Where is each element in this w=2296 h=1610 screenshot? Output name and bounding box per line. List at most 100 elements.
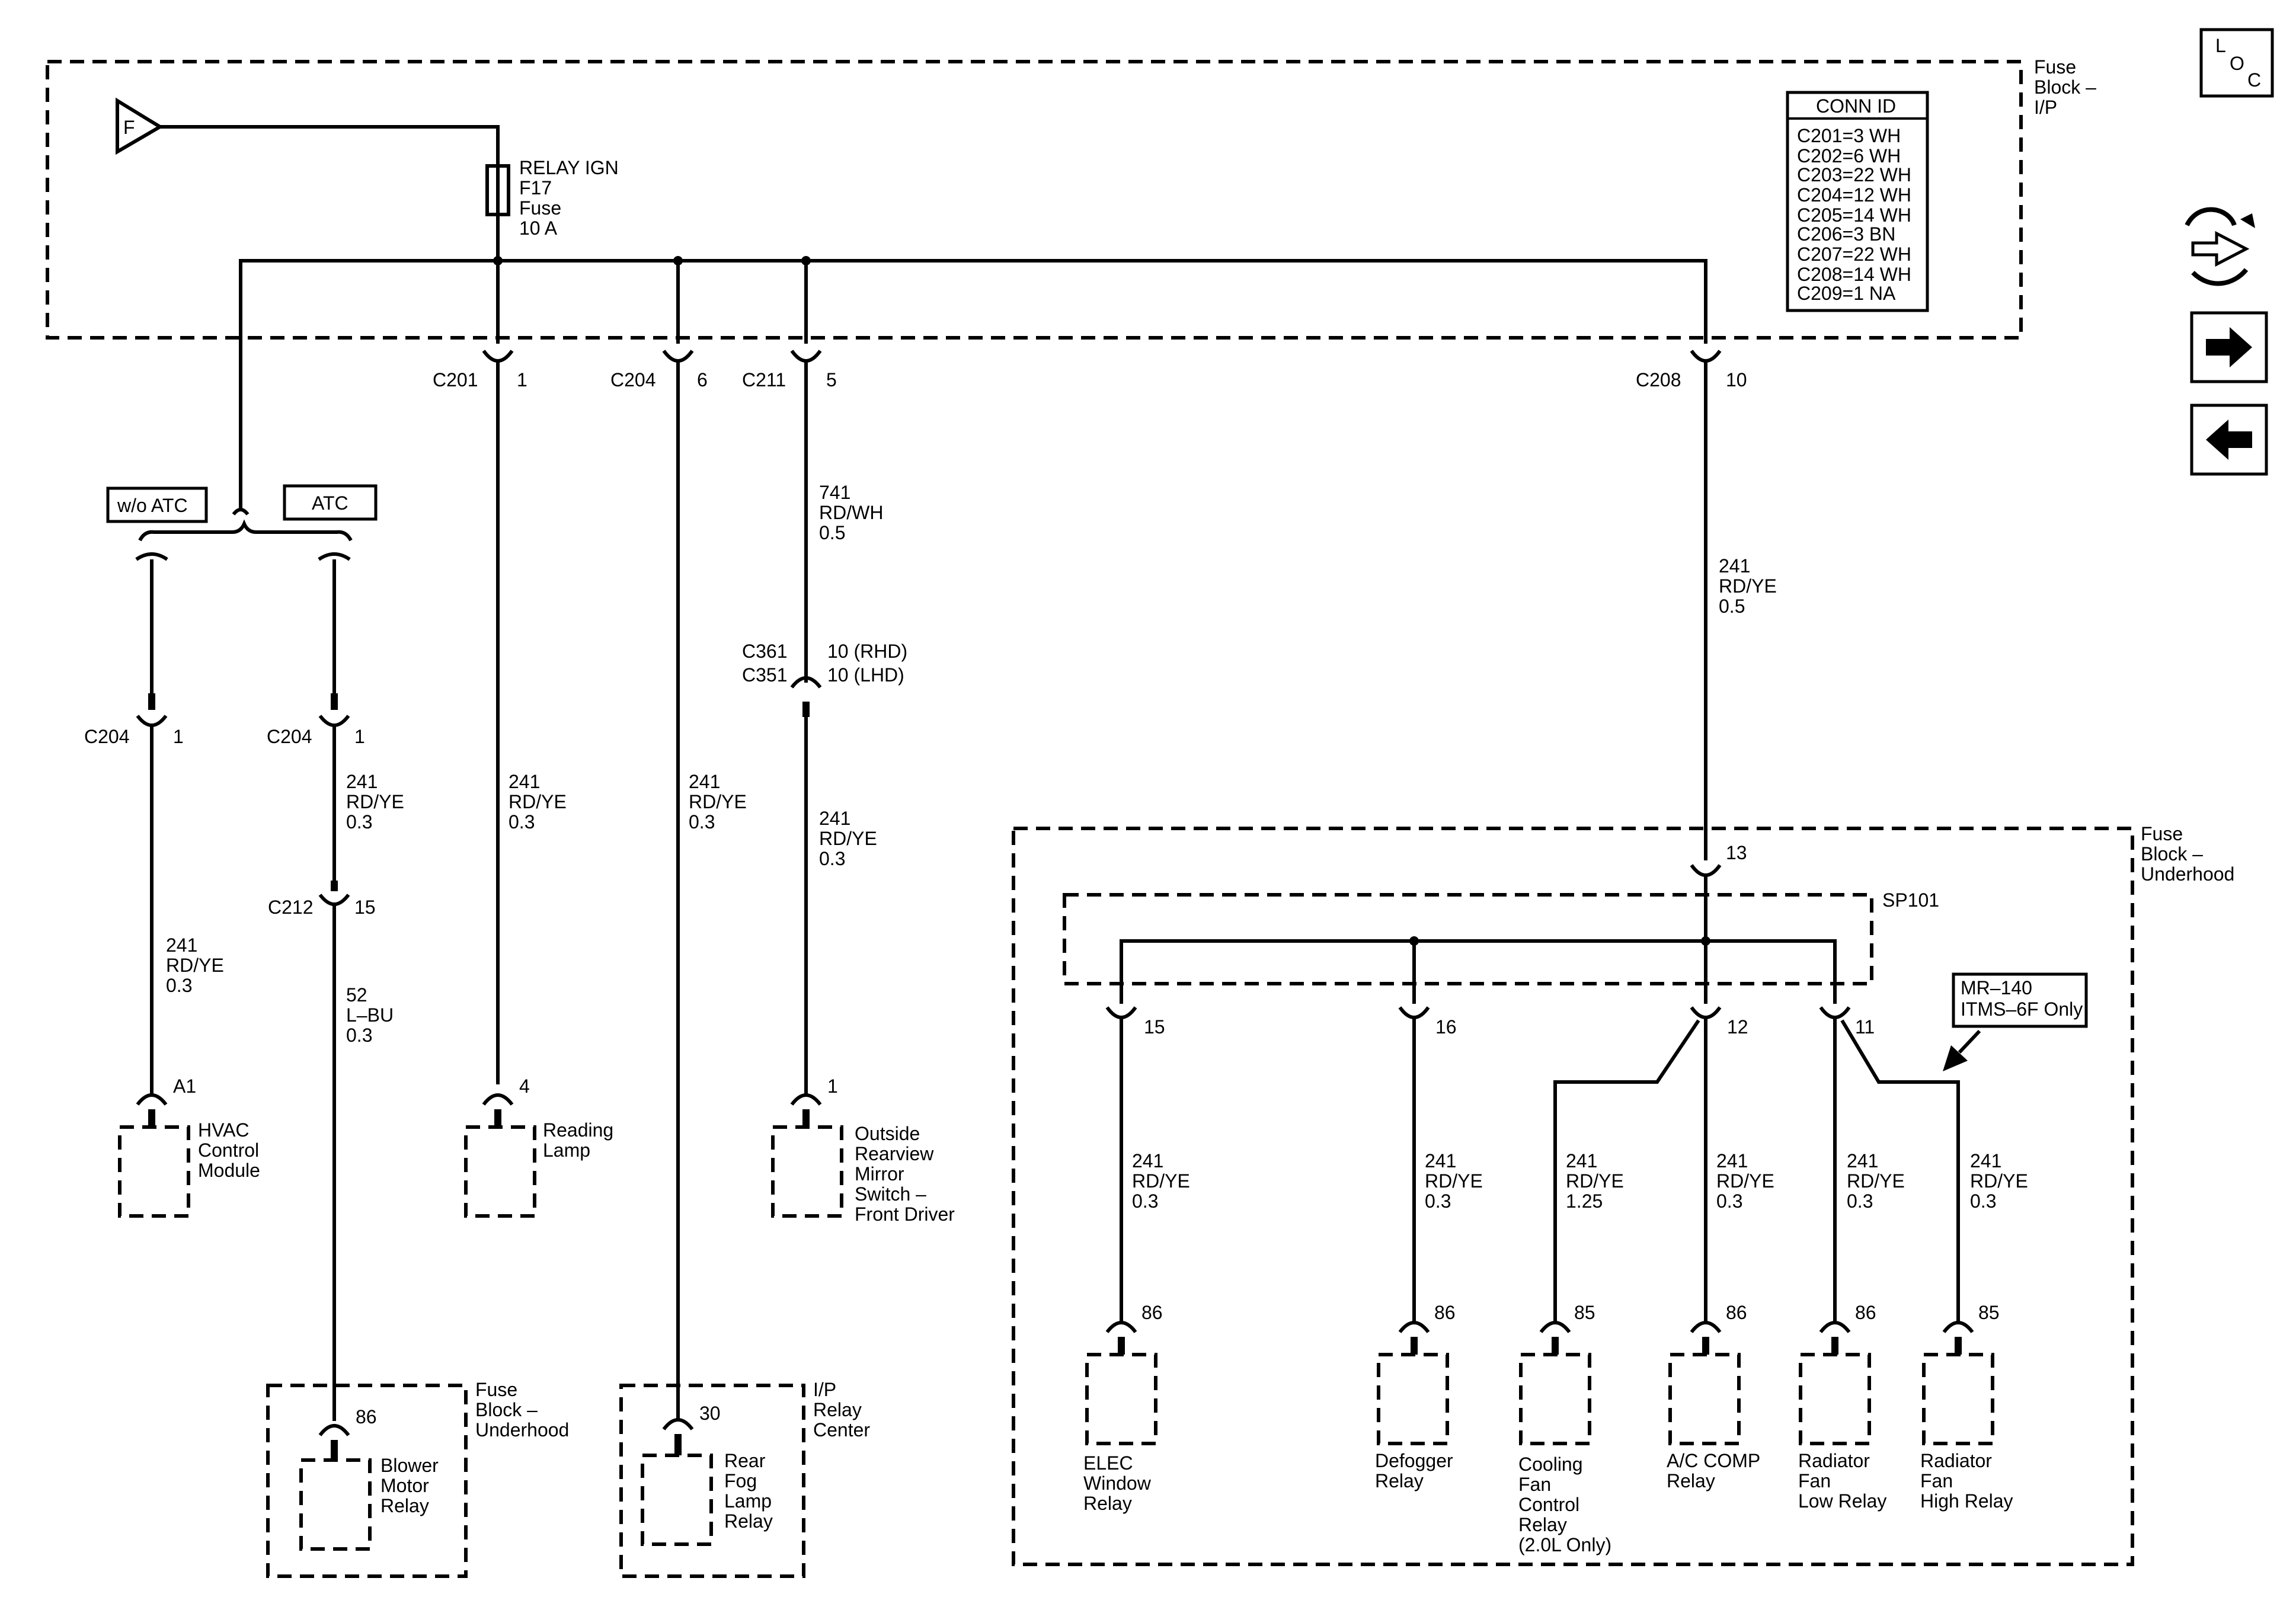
component-pin: 85 [1574, 1302, 1595, 1323]
svg-text:High Relay: High Relay [1920, 1490, 2013, 1512]
svg-text:RD/YE: RD/YE [1847, 1170, 1905, 1192]
source-label: F [123, 117, 135, 138]
connector-pin: 5 [826, 369, 837, 391]
svg-text:0.3: 0.3 [346, 811, 372, 833]
svg-text:Lamp: Lamp [724, 1490, 772, 1512]
conn-id-row: C204=12 WH [1797, 184, 1911, 206]
svg-text:(2.0L Only): (2.0L Only) [1518, 1534, 1611, 1555]
component-defogger-relay: 86 Defogger Relay [1375, 1302, 1456, 1491]
wire-label-241-elec: 241 RD/YE 0.3 [1132, 1150, 1190, 1212]
component-pin: 86 [1855, 1302, 1876, 1323]
svg-text:Rearview: Rearview [855, 1143, 934, 1164]
svg-text:Window: Window [1083, 1473, 1152, 1494]
connector-name: C208 [1636, 369, 1681, 391]
connector-name: C204 [267, 726, 312, 747]
svg-text:Module: Module [198, 1160, 260, 1181]
component-blower-motor-relay: 86 Blower Motor Relay [299, 1406, 439, 1551]
component-elec-window-relay: 86 ELEC Window Relay [1083, 1302, 1163, 1514]
component-rear-fog-lamp-relay: 30 Rear Fog Lamp Relay [641, 1403, 773, 1546]
svg-text:0.3: 0.3 [1970, 1190, 1996, 1212]
wire-label-241-ac: 241 RD/YE 0.3 [1716, 1150, 1774, 1212]
svg-text:Relay: Relay [1083, 1493, 1132, 1514]
svg-text:241: 241 [689, 771, 720, 792]
conn-id-header: CONN ID [1816, 95, 1896, 117]
component-pin: 4 [519, 1076, 530, 1097]
arrow-left-icon[interactable] [2190, 404, 2268, 476]
svg-text:Low Relay: Low Relay [1798, 1490, 1886, 1512]
connector-name: C211 [742, 369, 786, 391]
branch-connector-15: 15 [1105, 1006, 1165, 1323]
connector-name: C201 [433, 369, 478, 391]
svg-text:741: 741 [819, 482, 850, 503]
option-atc: ATC [283, 484, 378, 521]
svg-text:Center: Center [813, 1419, 870, 1441]
svg-text:12: 12 [1727, 1016, 1748, 1038]
fuse-label-1: RELAY IGN [519, 157, 619, 178]
branch-connector-16: 16 [1398, 1006, 1457, 1323]
connector-c208: C208 10 [1636, 350, 1747, 860]
arrow-right-icon[interactable] [2190, 311, 2268, 383]
svg-text:241: 241 [1716, 1150, 1748, 1172]
conn-id-row: C207=22 WH [1797, 244, 1911, 265]
entry-pin: 13 [1726, 842, 1747, 863]
svg-text:241: 241 [1719, 555, 1750, 577]
svg-text:RD/YE: RD/YE [1132, 1170, 1190, 1192]
svg-text:Fuse: Fuse [475, 1379, 517, 1400]
option-without-atc-label: w/o ATC [117, 495, 188, 516]
connector-pin: 10 [1726, 369, 1747, 391]
svg-text:1.25: 1.25 [1566, 1190, 1603, 1212]
svg-text:ELEC: ELEC [1083, 1452, 1133, 1474]
svg-text:Switch –: Switch – [855, 1183, 926, 1205]
loc-button[interactable]: L O C [2199, 28, 2274, 98]
connector-c201: C201 1 [433, 350, 527, 1084]
conn-id-row: C208=14 WH [1797, 264, 1911, 285]
fuse-label-2: F17 [519, 177, 552, 199]
svg-text:Block –: Block – [2141, 843, 2203, 865]
svg-text:A/C COMP: A/C COMP [1667, 1450, 1760, 1471]
wire-label-52: 52 L–BU 0.3 [346, 984, 394, 1046]
component-outside-mirror-switch: 1 Outside Rearview Mirror Switch – Front… [771, 1076, 955, 1225]
svg-text:RD/YE: RD/YE [819, 828, 877, 849]
component-reading-lamp: 4 Reading Lamp [464, 1076, 613, 1218]
swap-arrows-icon[interactable] [2185, 207, 2255, 286]
svg-text:RD/YE: RD/YE [1716, 1170, 1774, 1192]
svg-text:241: 241 [819, 808, 850, 829]
svg-text:Fan: Fan [1518, 1474, 1551, 1495]
wire-label-241-hvac: 241 RD/YE 0.3 [166, 934, 224, 996]
connector-name: C212 [268, 897, 314, 918]
svg-text:241: 241 [1132, 1150, 1163, 1172]
connector-c204-left: C204 1 [84, 693, 184, 1095]
svg-text:241: 241 [1970, 1150, 2001, 1172]
svg-text:Fog: Fog [724, 1470, 757, 1491]
svg-text:Front Driver: Front Driver [855, 1204, 955, 1225]
svg-text:Underhood: Underhood [2141, 863, 2234, 885]
svg-text:15: 15 [1144, 1016, 1165, 1038]
svg-text:RD/YE: RD/YE [689, 791, 747, 812]
connector-pin: 15 [354, 897, 376, 918]
connector-name: C204 [610, 369, 656, 391]
wire-label-741: 741 RD/WH 0.5 [819, 482, 883, 543]
svg-text:16: 16 [1435, 1016, 1457, 1038]
loc-letter-l: L [2215, 35, 2226, 56]
connector-pin: 6 [697, 369, 708, 391]
connector-pin: 10 (LHD) [827, 664, 904, 686]
svg-text:11: 11 [1855, 1016, 1875, 1038]
component-cooling-fan-control-relay: 85 Cooling Fan Control Relay (2.0L Only) [1518, 1302, 1611, 1555]
svg-text:Fan: Fan [1798, 1470, 1831, 1491]
conn-id-row: C205=14 WH [1797, 204, 1911, 226]
wire-label-241-reading: 241 RD/YE 0.3 [509, 771, 567, 833]
svg-text:RD/YE: RD/YE [166, 955, 224, 976]
svg-text:ITMS–6F Only: ITMS–6F Only [1961, 998, 2083, 1020]
connector-name: C361 [742, 641, 788, 662]
svg-text:52: 52 [346, 984, 367, 1006]
connector-pin: 1 [517, 369, 527, 391]
conn-id-row: C209=1 NA [1797, 283, 1896, 304]
option-atc-label: ATC [312, 492, 348, 514]
main-bus [239, 259, 1707, 367]
feed-wire [160, 125, 500, 166]
wire-label-241-defog: 241 RD/YE 0.3 [1425, 1150, 1483, 1212]
svg-text:0.3: 0.3 [166, 975, 192, 996]
loc-letter-c: C [2247, 69, 2261, 91]
svg-text:RD/WH: RD/WH [819, 502, 883, 523]
